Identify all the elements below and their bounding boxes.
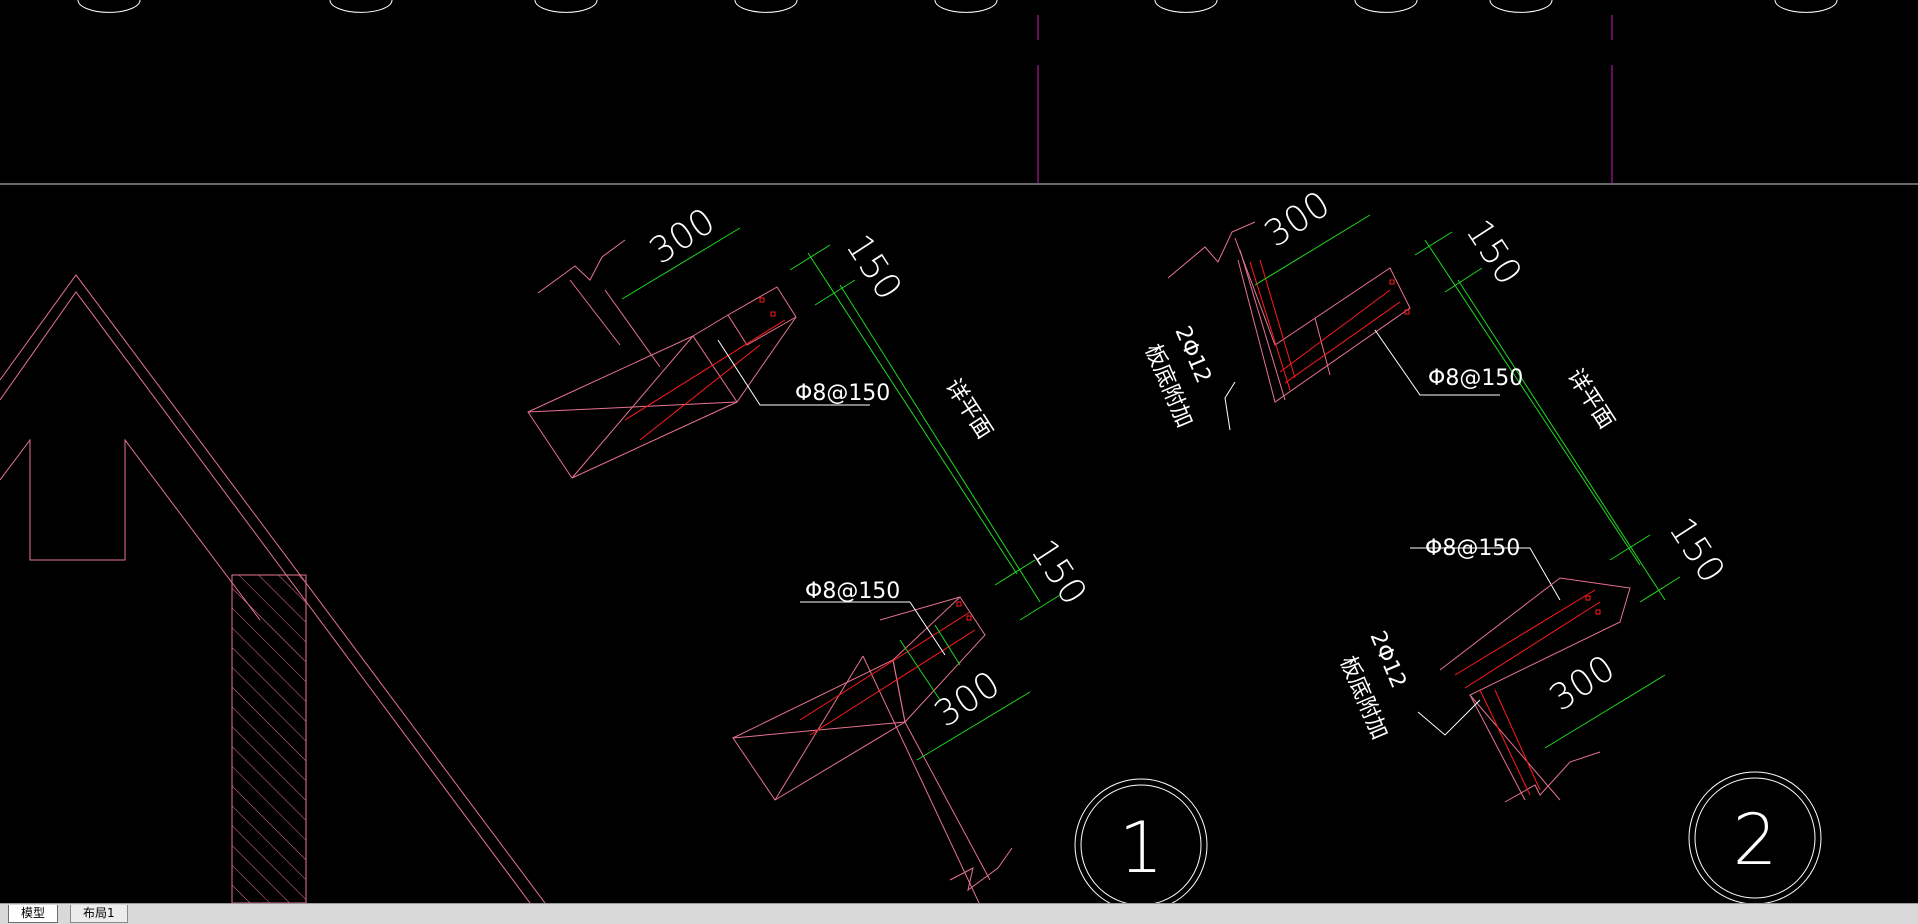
left-roof-structure	[0, 274, 546, 903]
detail-a-rebar-bottom: Φ8@150	[805, 579, 900, 604]
detail-b-dim-bottom: 300	[1543, 648, 1623, 720]
svg-text:2: 2	[1733, 799, 1778, 881]
detail-callout-2: 2	[1688, 771, 1822, 903]
axis-lines	[1037, 15, 1613, 183]
detail-a-label-flat: 详平面	[940, 375, 997, 444]
layout-tab-bar: 模型 布局1	[0, 903, 1918, 924]
detail-a-dim-bottom-cover: 150	[1022, 533, 1094, 613]
detail-b-dim-top-cover: 150	[1457, 213, 1529, 293]
axis-bubbles-top	[77, 0, 1838, 13]
detail-a-dim-bottom: 300	[928, 664, 1008, 736]
detail-b-label-flat: 详平面	[1562, 365, 1619, 434]
tab-layout1[interactable]: 布局1	[70, 905, 128, 923]
detail-b-bar-bottom: 2Φ12	[1364, 628, 1410, 692]
detail-a: 300 150 Φ8@150 详平面 Φ8@150 150 300	[527, 201, 1094, 903]
svg-text:1: 1	[1119, 807, 1164, 889]
detail-b: 300 150 Φ8@150 2Φ12 板底附加 详平面 Φ8@150 2Φ12…	[1139, 184, 1732, 803]
tab-model[interactable]: 模型	[8, 905, 59, 923]
detail-a-rebar-top: Φ8@150	[795, 381, 890, 406]
cad-drawing-canvas[interactable]: 300 150 Φ8@150 详平面 Φ8@150 150 300	[0, 0, 1918, 903]
detail-b-rebar-top: Φ8@150	[1428, 366, 1523, 391]
detail-b-dim-bottom-cover: 150	[1660, 511, 1732, 591]
detail-b-dim-top: 300	[1258, 184, 1338, 256]
detail-a-dim-top-cover: 150	[837, 228, 909, 308]
detail-b-rebar-bottom: Φ8@150	[1425, 536, 1520, 561]
detail-callout-1: 1	[1074, 778, 1208, 903]
detail-a-dim-top: 300	[643, 201, 723, 273]
